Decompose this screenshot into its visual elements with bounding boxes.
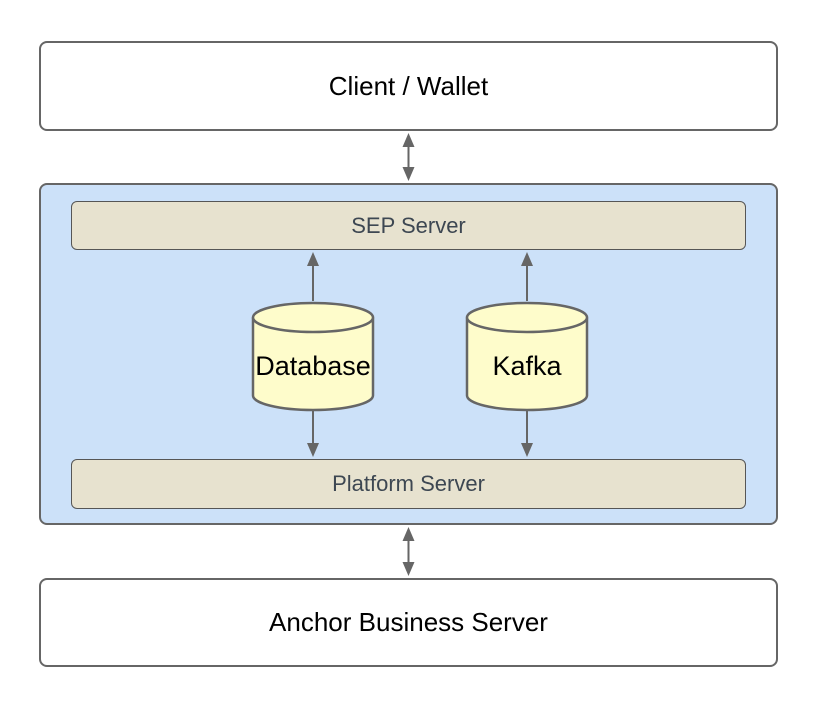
kafka-cylinder-shape [465,301,589,412]
database-cylinder: Database [251,301,375,412]
anchor-business-server-label: Anchor Business Server [269,607,548,637]
arrow-client-group [402,133,415,181]
kafka-cylinder: Kafka [465,301,589,412]
anchor-business-server-node: Anchor Business Server [39,578,778,667]
kafka-label: Kafka [492,350,562,381]
database-label: Database [255,350,371,381]
client-wallet-node: Client / Wallet [39,41,778,131]
sep-server-node: SEP Server [71,201,746,250]
sep-server-label: SEP Server [351,212,466,238]
client-wallet-label: Client / Wallet [328,70,489,101]
database-cylinder-shape [251,301,375,412]
arrow-group-anchor [402,527,415,576]
platform-server-label: Platform Server [332,471,485,496]
platform-server-node: Platform Server [71,459,746,509]
